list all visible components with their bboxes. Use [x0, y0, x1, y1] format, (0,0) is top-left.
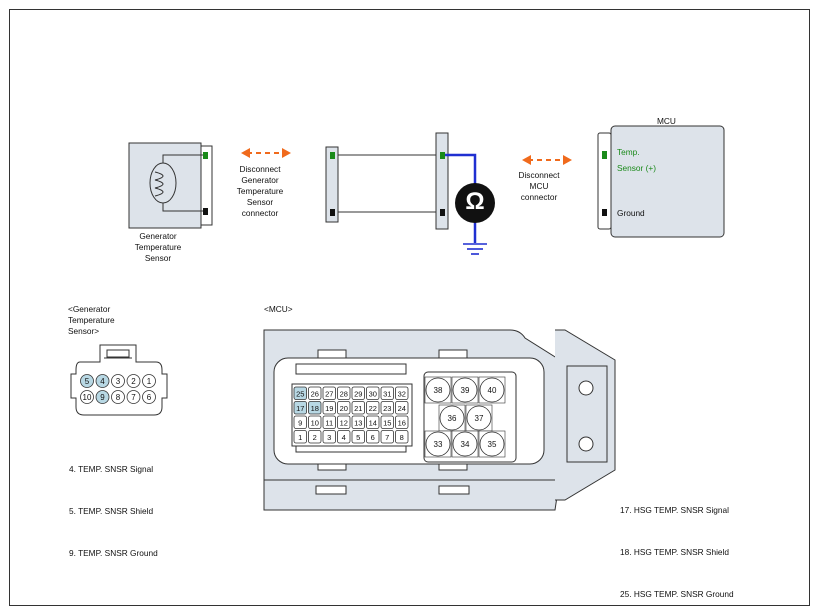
mcu-pin-top — [602, 151, 607, 159]
sensor-connector-legend: 4. TEMP. SNSR Signal 5. TEMP. SNSR Shiel… — [69, 434, 158, 574]
disconnect-sensor-label: Disconnect Generator Temperature Sensor … — [236, 164, 284, 218]
mcu-box — [610, 125, 725, 238]
sensor-legend-3: 9. TEMP. SNSR Ground — [69, 548, 158, 558]
harness-pin-rb — [440, 209, 445, 216]
harness-pin-rt — [440, 152, 445, 159]
sensor-label: Generator Temperature Sensor — [134, 231, 182, 263]
mcu-connector-legend: 17. HSG TEMP. SNSR Signal 18. HSG TEMP. … — [620, 475, 734, 615]
sensor-pin-bottom — [203, 208, 208, 215]
mcu-pin-bottom — [602, 209, 607, 216]
mcu-pin-top-label: Temp. Sensor (+) — [617, 147, 656, 173]
mcu-pin-bottom-label: Ground — [617, 208, 645, 218]
harness-pin-lt — [330, 152, 335, 159]
mcu-legend-3: 25. HSG TEMP. SNSR Ground — [620, 589, 734, 599]
sensor-body — [128, 142, 202, 229]
mcu-legend-2: 18. HSG TEMP. SNSR Shield — [620, 547, 729, 557]
ohm-symbol: Ω — [465, 188, 485, 215]
sensor-pin-top — [203, 152, 208, 159]
ground-symbol — [463, 243, 487, 255]
harness-pin-lb — [330, 209, 335, 216]
disconnect-arrow-left — [241, 148, 291, 158]
ohmmeter — [455, 183, 495, 223]
sensor-legend-2: 5. TEMP. SNSR Shield — [69, 506, 154, 516]
disconnect-arrow-right — [522, 155, 572, 165]
mcu-legend-1: 17. HSG TEMP. SNSR Signal — [620, 505, 729, 515]
sensor-connector-title: <Generator Temperature Sensor> — [68, 304, 115, 336]
mcu-title: MCU — [657, 116, 676, 126]
probe-wire — [445, 153, 477, 186]
sensor-legend-1: 4. TEMP. SNSR Signal — [69, 464, 154, 474]
mcu-connector-title: <MCU> — [264, 304, 293, 314]
thermistor-symbol — [149, 154, 203, 212]
disconnect-mcu-label: Disconnect MCU connector — [518, 170, 560, 202]
harness-connector-left — [325, 146, 339, 223]
diagram-frame — [9, 9, 810, 606]
sensor-plug — [200, 145, 213, 226]
